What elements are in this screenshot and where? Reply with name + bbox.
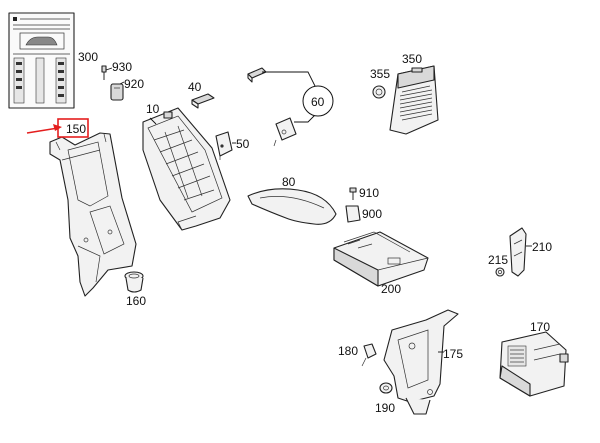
- callout-215: 215: [488, 253, 508, 267]
- part-10-fuse-box[interactable]: [142, 107, 231, 231]
- part-190-nut[interactable]: [379, 382, 393, 394]
- part-170-module[interactable]: [499, 331, 569, 397]
- part-60-sensor-lower[interactable]: [273, 117, 297, 147]
- part-930-pin[interactable]: [101, 65, 107, 80]
- callout-210: 210: [532, 240, 552, 254]
- callout-10: 10: [146, 102, 160, 116]
- callout-300: 300: [78, 50, 98, 64]
- callout-900: 900: [362, 207, 382, 221]
- part-175-support-bracket[interactable]: [383, 309, 459, 415]
- part-920-relay[interactable]: [110, 83, 124, 101]
- part-350-ecu[interactable]: [389, 65, 439, 135]
- callout-175: 175: [443, 347, 463, 361]
- part-50-relay[interactable]: [215, 131, 233, 160]
- part-180-clip[interactable]: [361, 343, 377, 367]
- callout-50: 50: [236, 137, 250, 151]
- callout-40: 40: [188, 80, 202, 94]
- callout-350: 350: [402, 52, 422, 66]
- part-80-pad[interactable]: [247, 188, 337, 225]
- part-355-grommet[interactable]: [372, 85, 386, 99]
- callout-60: 60: [311, 95, 325, 109]
- part-160-grommet[interactable]: [124, 271, 144, 293]
- part-900-relay[interactable]: [345, 205, 361, 223]
- highlight-box: [57, 118, 89, 138]
- callout-910: 910: [359, 186, 379, 200]
- part-910-bolt[interactable]: [349, 187, 357, 200]
- leader-10: [149, 117, 157, 125]
- leader-60-upper: [262, 71, 317, 89]
- part-40-clip[interactable]: [191, 93, 215, 109]
- callout-170: 170: [530, 320, 550, 334]
- callout-80: 80: [282, 175, 296, 189]
- callout-160: 160: [126, 294, 146, 308]
- part-150-mounting-bracket[interactable]: [49, 132, 137, 297]
- leader-60-lower: [294, 113, 317, 123]
- callout-355: 355: [370, 67, 390, 81]
- highlight-arrow: [26, 127, 59, 134]
- part-215-nut[interactable]: [495, 267, 505, 277]
- part-60-connector-upper[interactable]: [247, 67, 267, 83]
- part-300-label-sheet[interactable]: [8, 12, 75, 109]
- callout-circle-60: [302, 85, 334, 117]
- leader-930: [105, 67, 113, 71]
- callout-190: 190: [375, 401, 395, 415]
- callout-920: 920: [124, 77, 144, 91]
- callout-150: 150: [66, 122, 86, 136]
- part-200-control-module[interactable]: [333, 231, 429, 287]
- leader-920: [119, 81, 125, 85]
- part-210-bracket[interactable]: [509, 227, 527, 277]
- callout-180: 180: [338, 344, 358, 358]
- callout-200: 200: [381, 282, 401, 296]
- callout-930: 930: [112, 60, 132, 74]
